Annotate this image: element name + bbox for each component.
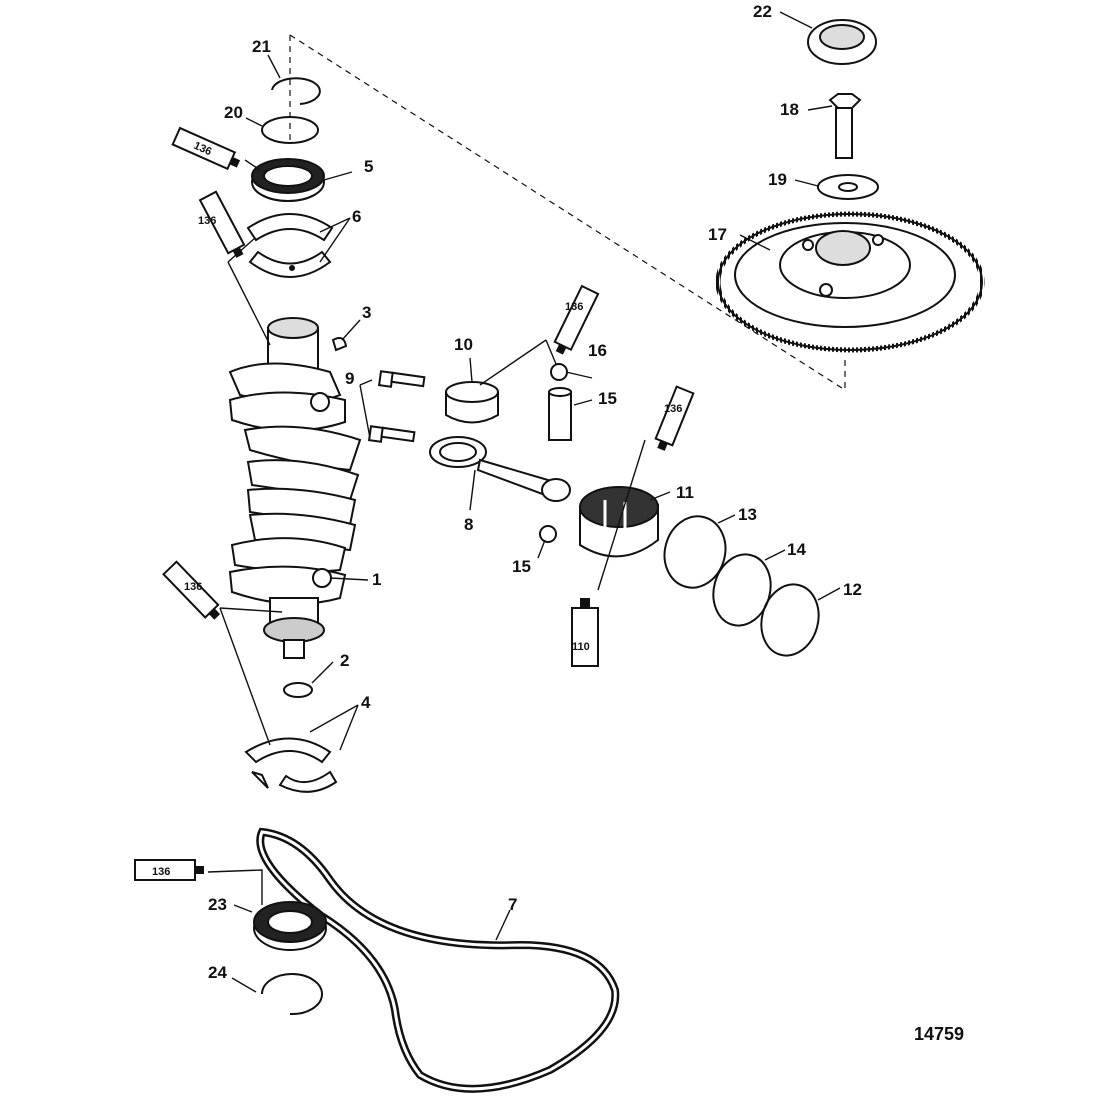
callout-22: 22 — [753, 2, 772, 21]
piston-ring-14 — [712, 553, 772, 627]
callout-18: 18 — [780, 100, 799, 119]
sealant-tube-136-c: 136 — [553, 284, 600, 355]
callout-20: 20 — [224, 103, 243, 122]
callout-11: 11 — [676, 483, 694, 502]
washer-19 — [817, 174, 879, 200]
callout-16: 16 — [588, 341, 607, 360]
callout-17: 17 — [708, 225, 727, 244]
callout-4: 4 — [361, 693, 371, 712]
callout-15-clip: 15 — [512, 557, 531, 576]
retaining-ring-21 — [271, 77, 321, 105]
flywheel-bolt-18 — [828, 93, 862, 159]
plug-22 — [807, 19, 877, 65]
callout-13: 13 — [738, 505, 757, 524]
leader-lines — [207, 11, 841, 993]
sealant-tube-110: 110 — [571, 598, 599, 667]
callouts: 21 20 5 6 3 9 10 16 15 8 15 11 13 14 12 … — [208, 2, 862, 982]
callout-24: 24 — [208, 963, 227, 982]
wrist-pin-15 — [548, 387, 572, 441]
callout-21: 21 — [252, 37, 271, 56]
callout-14: 14 — [787, 540, 806, 559]
dashed-alignment-line — [289, 34, 846, 391]
rod-bearing-10 — [445, 381, 499, 424]
callout-12: 12 — [843, 580, 862, 599]
piston-ring-13 — [663, 515, 727, 589]
woodruff-key-3 — [331, 337, 348, 352]
piston-ring-12 — [760, 583, 820, 657]
callout-3: 3 — [362, 303, 371, 322]
svg-text:136: 136 — [198, 215, 216, 227]
svg-text:136: 136 — [565, 301, 583, 313]
callout-10: 10 — [454, 335, 473, 354]
crankshaft-1 — [228, 317, 362, 659]
oil-seal-5 — [251, 158, 325, 202]
main-bearing-6 — [246, 213, 334, 278]
main-bearing-4 — [244, 737, 338, 793]
callout-15-pin: 15 — [598, 389, 617, 408]
sealant-tube-136-d: 136 — [654, 385, 695, 451]
flywheel-17 — [715, 211, 985, 353]
piston-11 — [579, 486, 659, 558]
figure-number: 14759 — [914, 1024, 964, 1044]
svg-text:136: 136 — [184, 581, 202, 593]
callout-9: 9 — [345, 369, 354, 388]
svg-text:136: 136 — [152, 866, 170, 878]
sealant-tube-136-e: 136 — [162, 560, 221, 620]
callout-5: 5 — [364, 157, 373, 176]
callout-1: 1 — [372, 570, 381, 589]
callout-8: 8 — [464, 515, 473, 534]
retaining-ring-24 — [261, 973, 323, 1016]
clip-16 — [550, 363, 568, 381]
connecting-rod-bolts-9 — [367, 370, 426, 443]
o-ring-20 — [261, 116, 319, 144]
connecting-rod-8 — [429, 436, 571, 502]
oil-seal-23 — [253, 901, 327, 951]
clip-15 — [539, 525, 557, 543]
callout-19: 19 — [768, 170, 787, 189]
timing-belt-7 — [256, 827, 620, 1093]
sealant-tube-136-a: 136 — [171, 126, 241, 171]
sealant-tube-136-b: 136 — [198, 190, 246, 258]
svg-text:110: 110 — [572, 641, 590, 653]
washer-2 — [283, 682, 313, 698]
sealant-tube-136-f: 136 — [134, 859, 204, 881]
callout-6: 6 — [352, 207, 361, 226]
svg-text:136: 136 — [664, 403, 682, 415]
callout-7: 7 — [508, 895, 517, 914]
callout-2: 2 — [340, 651, 349, 670]
callout-23: 23 — [208, 895, 227, 914]
